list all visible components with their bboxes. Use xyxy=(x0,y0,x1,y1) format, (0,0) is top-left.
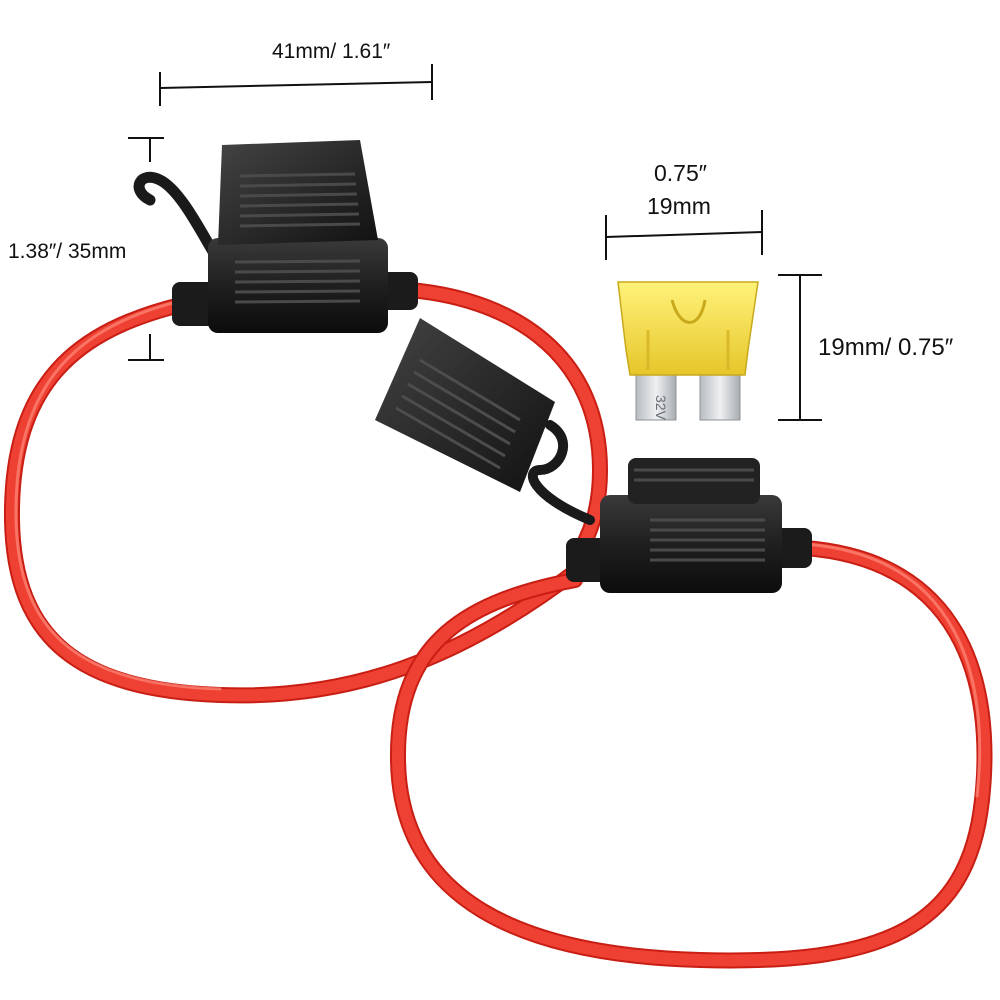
fuse-height-label: 19mm/ 0.75″ xyxy=(818,334,954,361)
holder-height-label: 1.38″/ 35mm xyxy=(8,240,127,263)
fuse-holder-top xyxy=(133,140,418,333)
dimension-holder-height xyxy=(128,137,164,361)
fuse-rating-marking: 32V xyxy=(653,395,669,421)
fuse-width-mm-label: 19mm xyxy=(647,193,711,219)
fuse-holder-bottom xyxy=(566,458,812,593)
upper-wire xyxy=(402,282,609,568)
dimension-holder-width xyxy=(159,64,433,106)
right-wire-loop xyxy=(389,540,993,969)
holder-width-label: 41mm/ 1.61″ xyxy=(272,40,391,63)
dimension-fuse-width xyxy=(605,210,763,260)
blade-fuse: 32V xyxy=(617,281,759,421)
fuse-holder-cap xyxy=(375,318,595,525)
dimension-fuse-height xyxy=(778,274,822,421)
fuse-width-inch-label: 0.75″ xyxy=(654,160,707,186)
left-wire-loop xyxy=(3,297,588,704)
holder-top-grip-ridges xyxy=(234,172,361,304)
